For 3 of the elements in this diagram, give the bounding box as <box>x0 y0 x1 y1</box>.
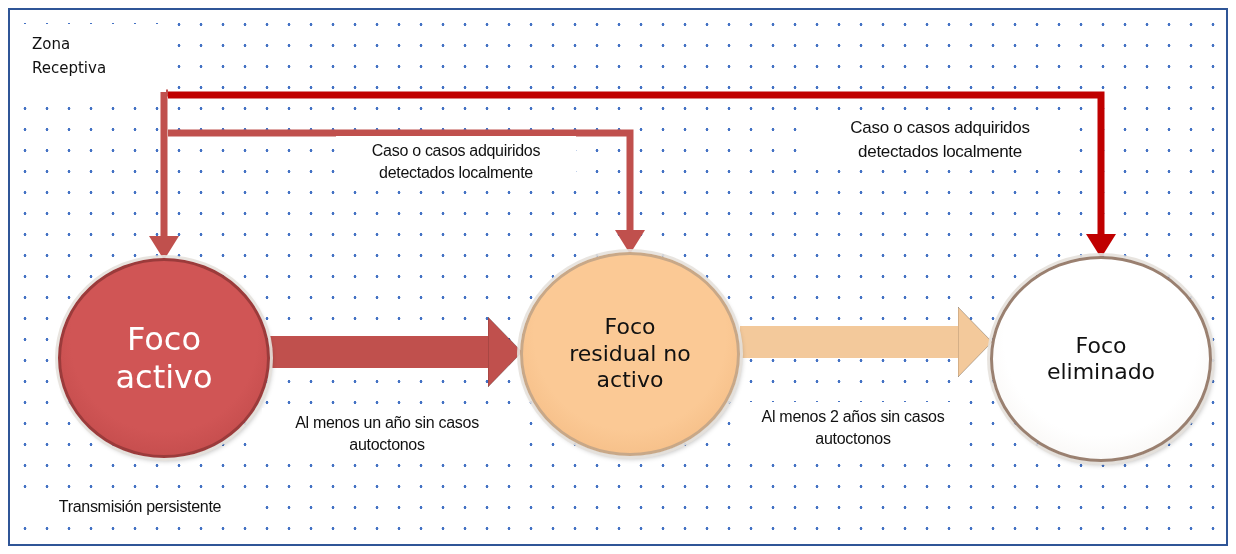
stage-name: Foco eliminado <box>1045 332 1157 386</box>
stage-name: Foco residual no activo <box>568 314 692 394</box>
stage-name: Foco activo <box>114 319 214 397</box>
